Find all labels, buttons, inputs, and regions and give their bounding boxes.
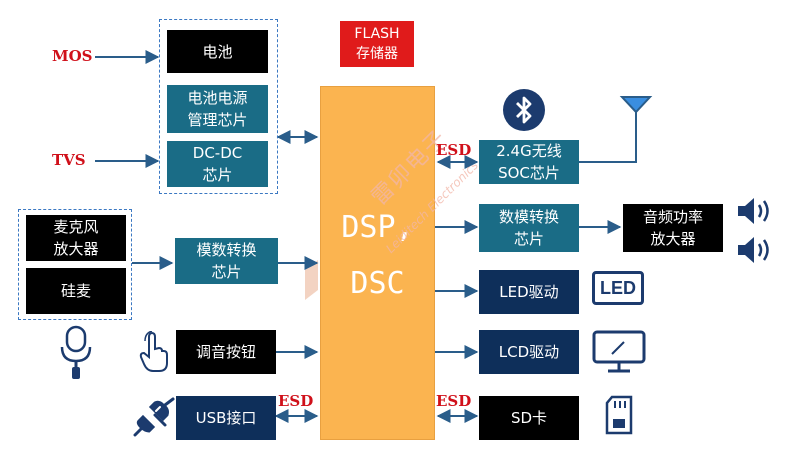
microphone-icon: [60, 325, 92, 379]
mic-amp-box: 麦克风 放大器: [26, 215, 126, 261]
dsp-label: DSP, DSC: [341, 210, 414, 301]
tuning-knob-box: 调音按钮: [176, 330, 276, 374]
dsp-block: [320, 86, 435, 440]
wireless-soc-box: 2.4G无线 SOC芯片: [479, 140, 579, 184]
sd-card-icon: [605, 395, 633, 435]
adc-chip-box: 模数转换 芯片: [175, 238, 278, 284]
sd-card-box: SD卡: [479, 396, 579, 440]
touch-hand-icon: [139, 331, 168, 372]
speaker-icon: [738, 198, 769, 224]
battery-mgmt-chip-box: 电池电源 管理芯片: [167, 85, 268, 133]
lcd-driver-box: LCD驱动: [479, 330, 579, 374]
battery-box: 电池: [167, 30, 268, 73]
usb-port-box: USB接口: [176, 396, 276, 440]
plug-icon: [133, 397, 175, 437]
flash-memory-box: FLASH 存储器: [340, 21, 414, 67]
speaker-icon: [738, 237, 769, 263]
dac-chip-box: 数模转换 芯片: [479, 204, 579, 252]
esd-usb-tag: ESD: [278, 392, 314, 410]
monitor-icon: [592, 330, 646, 373]
mos-tag: MOS: [52, 47, 93, 65]
led-icon: LED: [592, 271, 644, 305]
si-mic-box: 硅麦: [26, 268, 126, 314]
esd-sd-tag: ESD: [436, 392, 472, 410]
tvs-tag: TVS: [52, 151, 86, 169]
led-driver-box: LED驱动: [479, 270, 579, 314]
audio-power-amp-box: 音频功率 放大器: [623, 204, 723, 252]
bluetooth-icon: [503, 89, 545, 131]
dcdc-chip-box: DC-DC 芯片: [167, 141, 268, 187]
esd-soc-tag: ESD: [436, 141, 472, 159]
mic-group-frame: [18, 209, 132, 320]
power-group-frame: [159, 19, 278, 194]
